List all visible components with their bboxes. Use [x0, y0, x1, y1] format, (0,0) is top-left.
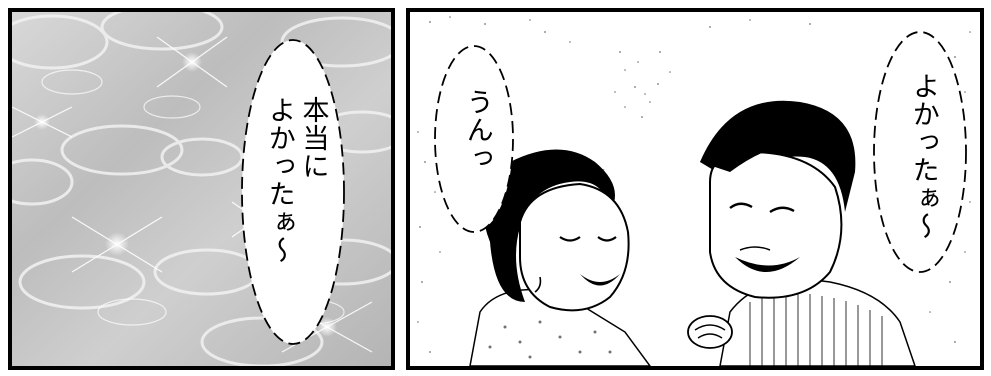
left-bubble-text: 本当に よかったぁ～ — [263, 96, 329, 264]
woman-bubble-text: うんっ — [461, 88, 493, 172]
speckle-texture — [417, 16, 971, 353]
clasped-hands — [687, 315, 733, 349]
man-speech-bubble — [873, 31, 967, 273]
man-figure — [700, 100, 916, 366]
man-bubble-text: よかったぁ～ — [907, 72, 939, 240]
left-speech-bubble — [241, 39, 345, 345]
woman-figure — [469, 149, 651, 366]
right-comic-panel: うんっ よかったぁ～ — [406, 8, 984, 370]
couple-illustration — [410, 12, 980, 366]
bokeh-background — [12, 12, 391, 366]
woman-speech-bubble — [434, 45, 514, 233]
left-comic-panel: 本当に よかったぁ～ — [8, 8, 395, 370]
